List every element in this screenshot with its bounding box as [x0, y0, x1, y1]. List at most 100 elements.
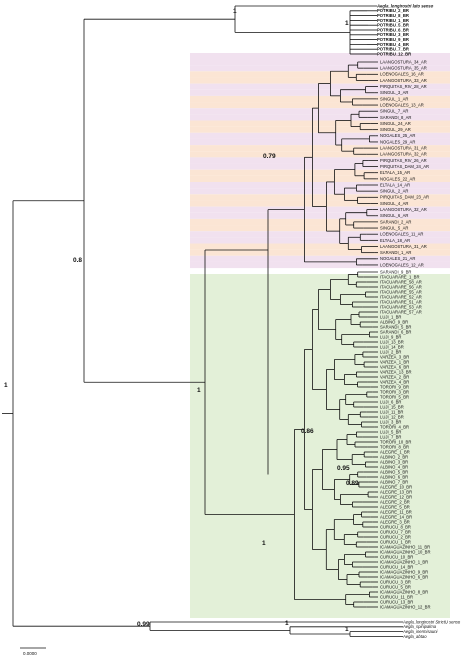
tip-labels: Aegla_longirostri lato sensoPOTRIBU_2_BR…: [376, 3, 461, 638]
tip-label: PIRQUITAS_RIV_28_AR: [380, 84, 427, 89]
population-band: [190, 120, 450, 127]
tip-label: ICAMAGUAZINHO_1_BR: [380, 559, 428, 564]
population-band: [190, 83, 450, 90]
tip-label: SINGUL_7_AR: [380, 109, 408, 114]
support-top-clade: 1: [233, 8, 237, 15]
population-band: [190, 218, 450, 226]
support-out-pair: 0.99: [137, 621, 150, 628]
population-band: [190, 212, 450, 219]
tip-label: ICAMAGUAZINHO_6_BR: [380, 574, 428, 579]
population-bands: [190, 59, 450, 269]
population-band: [190, 231, 450, 238]
tip-label: POTRIBU_9_BR: [377, 37, 409, 42]
tip-label: LUJI_9_BR: [380, 334, 401, 339]
population-band: [190, 108, 450, 115]
tip-label: ALBINO_4_BR: [380, 464, 408, 469]
tip-label: ALBINO_9_BR: [380, 319, 408, 324]
tip-label: TORORI_5_BR: [380, 394, 409, 399]
support-out-tip: 1: [345, 626, 349, 633]
tip-label: TORORI_8_BR: [380, 444, 409, 449]
tip-label: Aegla_abtao: [402, 634, 427, 639]
tip-label: LAANGOSTURA_31_AR: [380, 146, 427, 151]
tip-label: LUJI_14_BR: [380, 344, 404, 349]
tip-label: CURUCU_13_BR: [380, 599, 413, 604]
band-green: [190, 274, 450, 618]
tip-label: TORORI_10_BR: [380, 439, 411, 444]
band-purple: [190, 53, 450, 61]
tip-label: LUJI_7_BR: [380, 434, 401, 439]
tip-label: LOENOGALES_13_AR: [380, 102, 424, 107]
tip-label: ITACUARARE_58_AR: [380, 279, 422, 284]
population-band: [190, 206, 450, 213]
tip-label: VARZEA_1_BR: [380, 359, 409, 364]
population-band: [190, 249, 450, 256]
tip-label: POTRIBU_6_BR: [377, 27, 409, 32]
tip-label: CURUCU_1_BR: [380, 539, 411, 544]
tip-label: POTRIBU_4_BR: [377, 42, 409, 47]
tip-label: CURUCU_7_BR: [380, 529, 411, 534]
tip-label: LAANGOSTURA_33_AR: [380, 78, 427, 83]
tip-label: LUJI_2_BR: [380, 349, 401, 354]
population-band: [190, 95, 450, 103]
tip-label: SINGUL_6_AR: [380, 213, 408, 218]
tip-label: ITACUARARE_52_AR: [380, 294, 422, 299]
tip-label: LUJI_5_BR: [380, 429, 401, 434]
population-band: [190, 145, 450, 152]
tip-label: POTRIBU_12_BR: [377, 51, 411, 56]
support-albino: 0.95: [337, 465, 350, 472]
support-out-node: 1: [285, 620, 289, 627]
tip-label: LAANGOSTURA_31_AR: [380, 244, 427, 249]
tip-label: Aegla_longirostri lato senso: [376, 3, 434, 8]
support-ar-clade: 0.79: [263, 153, 276, 160]
tip-label: ALEGRE_12_BR: [380, 494, 412, 499]
tip-label: Aegla_spinipalma: [402, 624, 437, 629]
tip-label: ALEGRE_14_BR: [380, 514, 412, 519]
tip-label: ALEGRE_3_BR: [380, 519, 410, 524]
tip-label: ALEGRE_10_BR: [380, 484, 412, 489]
tip-label: CURUCU_10_BR: [380, 554, 413, 559]
population-band: [190, 200, 450, 207]
support-potribu: 1: [345, 20, 349, 27]
tip-label: ALBINO_3_BR: [380, 459, 408, 464]
population-band: [190, 182, 450, 189]
tip-label: VARZEA_3_BR: [380, 354, 409, 359]
support-icamagua: 1: [262, 540, 266, 547]
tip-label: CURUCU_5_BR: [380, 584, 411, 589]
tip-label: ICAMAGUAZINHO_12_BR: [380, 604, 431, 609]
tip-label: ITACUARARE_1_BR: [380, 274, 419, 279]
tip-label: SINGUL_24_AR: [380, 121, 411, 126]
tip-label: CURUCU_14_BR: [380, 564, 413, 569]
population-band: [190, 255, 450, 262]
tip-label: NOGALES_25_AR: [380, 133, 415, 138]
tip-label: LUJI_3_BR: [380, 419, 401, 424]
tip-label: POTRIBU_7_BR: [377, 47, 409, 52]
tip-label: SINGUL_5_AR: [380, 225, 408, 230]
population-band: [190, 151, 450, 158]
tip-label: SINGUL_4_AR: [380, 201, 408, 206]
tip-label: ALBINO_6_BR: [380, 474, 408, 479]
support-root: 1: [4, 382, 8, 389]
tip-label: SARANDI_2_AR: [380, 219, 411, 224]
population-band: [190, 59, 450, 66]
tip-label: ALEGRE_2_BR: [380, 499, 410, 504]
tip-label: LUJI_6_BR: [380, 399, 401, 404]
tip-label: PIRQUITAS_DAM_23_AR: [380, 195, 429, 200]
tip-label: LAANGOSTURA_35_AR: [380, 66, 427, 71]
tip-label: SINGUL_3_AR: [380, 90, 408, 95]
tip-label: SARANDI_6_BR: [380, 329, 411, 334]
tip-label: VARZEA_4_BR: [380, 379, 409, 384]
tip-label: LAANGOSTURA_34_AR: [380, 59, 427, 64]
tip-label: ALBINO_2_BR: [380, 454, 408, 459]
tip-label: TORORI_3_BR: [380, 389, 409, 394]
population-band: [190, 126, 450, 133]
population-band: [190, 243, 450, 250]
population-band: [190, 65, 450, 72]
tip-label: POTRIBU_8_BR: [377, 13, 409, 18]
tip-label: ITACUARARE_57_AR: [380, 309, 422, 314]
tip-label: Aegla_longirostri StrictU senso: [402, 619, 461, 624]
tip-label: POTRIBU_3_BR: [377, 32, 409, 37]
population-band: [190, 71, 450, 78]
population-band: [190, 237, 450, 244]
population-band: [190, 138, 450, 146]
